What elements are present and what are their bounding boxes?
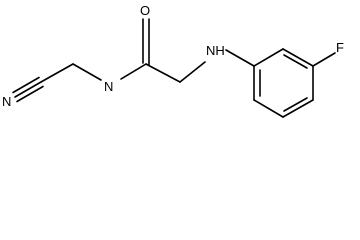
bond-ring-to-fluorine	[312, 52, 336, 67]
structural-formula: N N O NH F	[2, 3, 344, 118]
bond-ch2-to-amide-n	[72, 63, 102, 81]
bond-amine-to-ring	[225, 49, 255, 67]
bond-amide-n-to-carbonyl-c	[120, 63, 147, 80]
amide-nitrogen-label: N	[104, 79, 113, 94]
carbonyl-double-bond	[142, 18, 150, 66]
nitrile-nitrogen-label: N	[2, 94, 11, 109]
amine-nh-label: NH	[206, 43, 225, 58]
benzene-ring	[253, 48, 314, 118]
carbonyl-oxygen-label: O	[140, 3, 150, 18]
fluorine-label: F	[336, 40, 344, 55]
nitrile-triple-bond	[12, 76, 44, 103]
bond-carbonyl-c-to-ch2	[145, 63, 181, 83]
bond-nitrile-c-to-ch2	[40, 63, 74, 83]
bond-ch2-to-amine	[179, 61, 206, 83]
